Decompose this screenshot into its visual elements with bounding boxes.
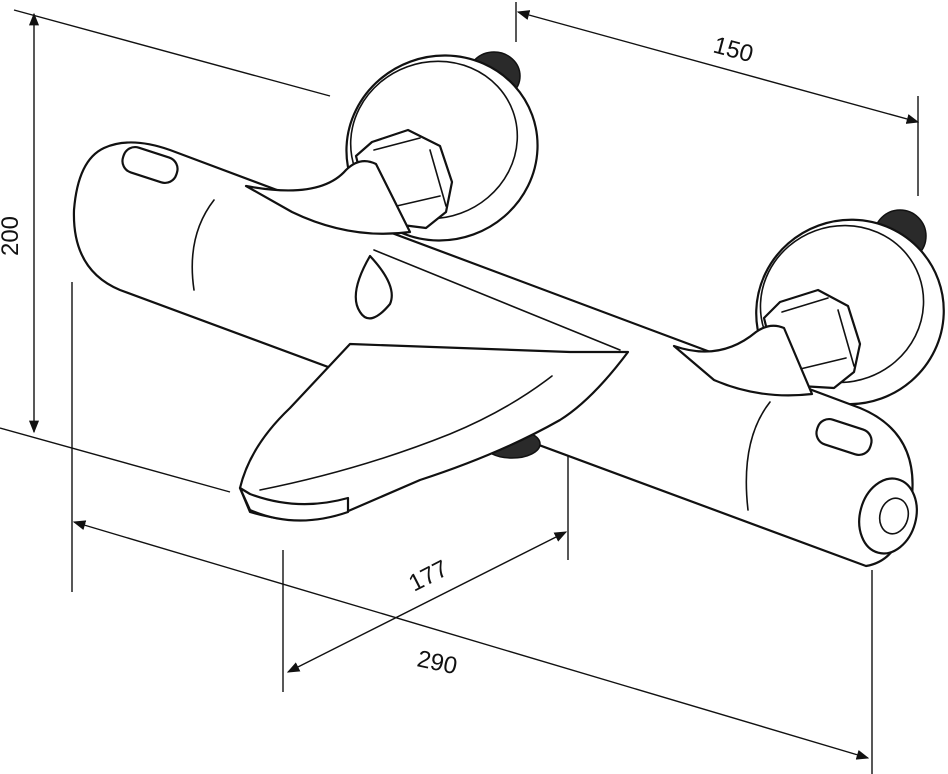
dimension-spout-projection-label: 177 [404, 555, 452, 597]
spout-body [238, 342, 630, 522]
dimension-inlet-spacing: 150 [515, 2, 920, 196]
dimension-inlet-spacing-label: 150 [710, 32, 756, 68]
dimension-height-label: 200 [0, 216, 24, 256]
left-temperature-indicator [121, 146, 179, 184]
spout [238, 254, 630, 522]
right-handle-ring [745, 401, 771, 511]
left-handle-ring [191, 199, 215, 291]
dimension-body-length-label: 290 [415, 645, 460, 680]
dimension-height: 200 [0, 9, 331, 493]
right-connecting-elbow [672, 324, 814, 397]
spout-outlet [238, 486, 350, 522]
left-connecting-elbow [244, 159, 412, 235]
right-flow-indicator [815, 418, 873, 456]
dimension-body-length: 290 [71, 282, 873, 774]
end-cap [858, 477, 918, 555]
